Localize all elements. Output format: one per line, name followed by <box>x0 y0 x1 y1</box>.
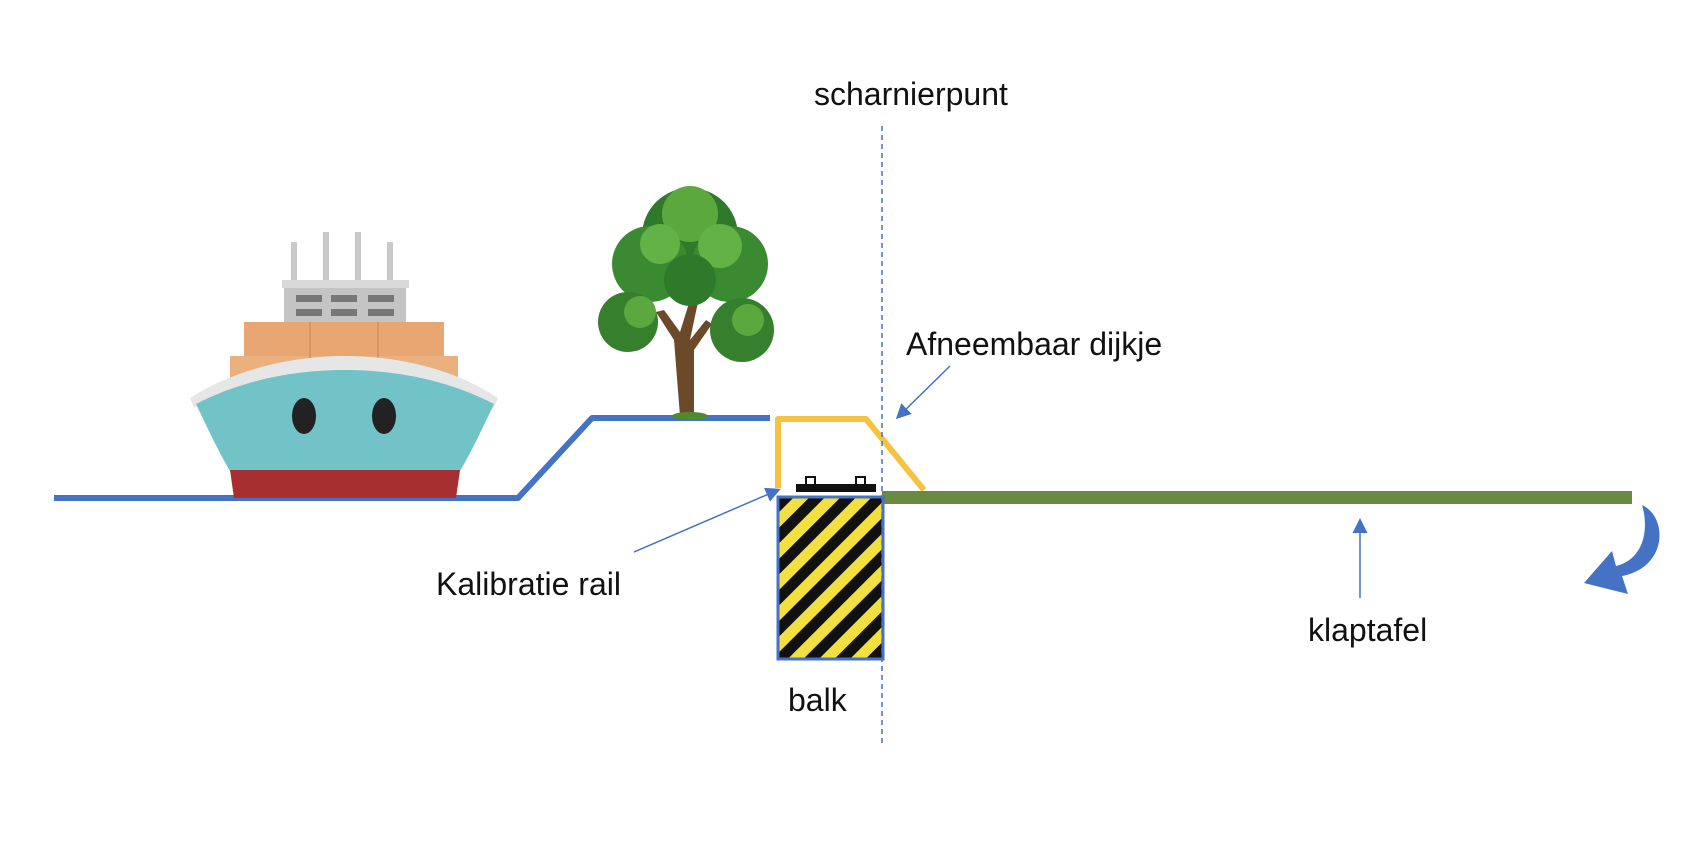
curved-arrow-icon <box>1584 505 1660 594</box>
hinge-point-label: scharnierpunt <box>814 76 1008 112</box>
folding-table <box>882 491 1632 504</box>
folding-table-label: klaptafel <box>1308 612 1428 648</box>
beam-label: balk <box>788 682 847 718</box>
calibration-rail <box>796 476 876 492</box>
ship-icon <box>190 232 498 498</box>
tree-icon <box>598 186 774 420</box>
pointer-removable-dike <box>895 365 951 420</box>
removable-dike <box>775 416 927 492</box>
pointer-calibration-rail <box>633 487 781 553</box>
beam-block <box>776 495 885 661</box>
removable-dike-label: Afneembaar dijkje <box>906 326 1163 362</box>
calibration-rail-label: Kalibratie rail <box>436 566 621 602</box>
